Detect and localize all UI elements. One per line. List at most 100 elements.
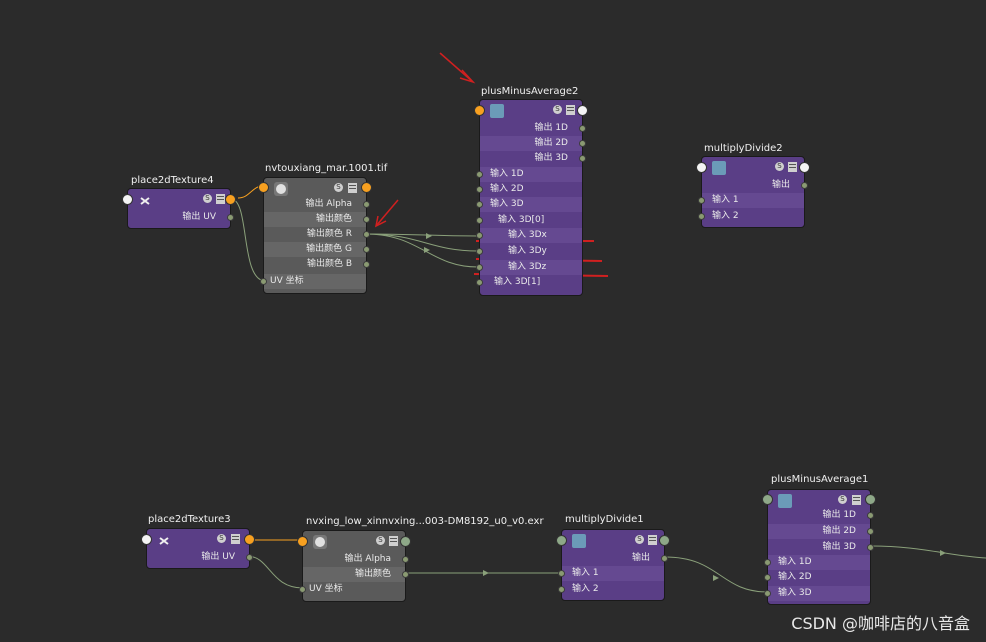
output-port-main[interactable] [400,536,411,547]
output-port-main[interactable] [865,494,876,505]
port[interactable] [867,512,874,519]
port[interactable] [579,155,586,162]
input-port-main[interactable] [696,162,707,173]
list-icon[interactable] [852,495,861,505]
attr-row: 输入 2 [572,584,599,594]
node-plusminusaverage1[interactable]: S 输出 1D 输出 2D 输出 3D 输入 1D 输入 2D 输入 3D [762,489,876,605]
input-port-main[interactable] [122,194,133,205]
input-port-main[interactable] [556,535,567,546]
port[interactable] [299,586,306,593]
node-plusminusaverage2[interactable]: S 输出 1D 输出 2D 输出 3D 输入 1D 输入 2D 输入 3D 输入… [474,99,588,296]
port[interactable] [867,544,874,551]
node-title-multiplydivide1: multiplyDivide1 [565,514,644,525]
node-place2dtexture3[interactable]: S 输出 UV [141,528,255,569]
list-icon[interactable] [648,535,657,545]
output-port-main[interactable] [361,182,372,193]
math-node-icon [572,534,586,548]
port[interactable] [476,201,483,208]
port[interactable] [476,171,483,178]
port[interactable] [402,556,409,563]
attr-row: 输入 1D [768,555,870,570]
port[interactable] [558,586,565,593]
texture-icon [274,182,288,196]
list-icon[interactable] [389,536,398,546]
attr-row: 输入 3D[0] [498,215,545,225]
attr-row: 输入 3Dz [480,260,582,275]
port[interactable] [764,574,771,581]
input-port-main[interactable] [762,494,773,505]
port[interactable] [476,186,483,193]
port[interactable] [801,182,808,189]
port[interactable] [363,201,370,208]
list-icon[interactable] [788,162,797,172]
port[interactable] [476,248,483,255]
port[interactable] [227,214,234,221]
list-icon[interactable] [348,183,357,193]
node-texture-file-2[interactable]: S 输出 Alpha 输出颜色 UV 坐标 [297,530,411,602]
s-button-icon[interactable]: S [217,534,226,543]
port[interactable] [579,140,586,147]
port[interactable] [363,216,370,223]
port[interactable] [363,261,370,268]
output-port-main[interactable] [577,105,588,116]
output-port-main[interactable] [799,162,810,173]
port[interactable] [402,571,409,578]
s-button-icon[interactable]: S [203,194,212,203]
port[interactable] [476,264,483,271]
attr-row: 输入 2 [712,211,739,221]
attr-row: 输出 3D [822,542,856,552]
s-button-icon[interactable]: S [376,536,385,545]
input-port-main[interactable] [297,536,308,547]
list-icon[interactable] [216,194,225,204]
port[interactable] [476,279,483,286]
attr-row: 输出 Alpha [305,199,352,209]
node-title-multiplydivide2: multiplyDivide2 [704,143,783,154]
attr-row: 输入 3D [480,197,582,212]
input-port-main[interactable] [141,534,152,545]
port[interactable] [260,278,267,285]
node-texture-file[interactable]: S 输出 Alpha 输出颜色 输出颜色 R 输出颜色 G 输出颜色 B UV … [258,177,372,294]
attr-row: 输入 1D [480,167,582,182]
list-icon[interactable] [231,534,240,544]
place2d-icon [138,193,152,207]
list-icon[interactable] [566,105,575,115]
output-port-main[interactable] [244,534,255,545]
input-port-main[interactable] [258,182,269,193]
node-title-texture-file: nvtouxiang_mar.1001.tif [265,163,388,174]
attr-row: 输出 3D [534,153,568,163]
attr-row: 输出颜色 R [306,229,352,239]
input-port-main[interactable] [474,105,485,116]
port[interactable] [764,590,771,597]
output-port-main[interactable] [225,194,236,205]
s-button-icon[interactable]: S [334,183,343,192]
port[interactable] [579,125,586,132]
node-multiplydivide1[interactable]: S 输出 输入 1 输入 2 [556,529,670,601]
s-button-icon[interactable]: S [553,105,562,114]
port[interactable] [698,197,705,204]
port[interactable] [764,559,771,566]
port[interactable] [476,217,483,224]
s-button-icon[interactable]: S [635,535,644,544]
attr-row: 输出 [771,180,790,190]
s-button-icon[interactable]: S [775,162,784,171]
node-place2dtexture4[interactable]: S 输出 UV [122,188,236,229]
port[interactable] [558,570,565,577]
s-button-icon[interactable]: S [838,495,847,504]
port[interactable] [867,528,874,535]
attr-row: 输出 UV [201,552,235,562]
attr-row: 输出 [631,553,650,563]
node-title-place2dtexture3: place2dTexture3 [148,514,231,525]
port[interactable] [476,232,483,239]
port[interactable] [698,213,705,220]
port[interactable] [363,246,370,253]
output-port-main[interactable] [659,535,670,546]
attr-row: UV 坐标 [264,274,366,289]
node-multiplydivide2[interactable]: S 输出 输入 1 输入 2 [696,156,810,228]
texture-icon [313,535,327,549]
port[interactable] [661,555,668,562]
port[interactable] [363,231,370,238]
node-title-plusminusaverage2: plusMinusAverage2 [481,86,579,97]
port[interactable] [246,554,253,561]
attr-row: 输入 3Dy [508,246,547,256]
